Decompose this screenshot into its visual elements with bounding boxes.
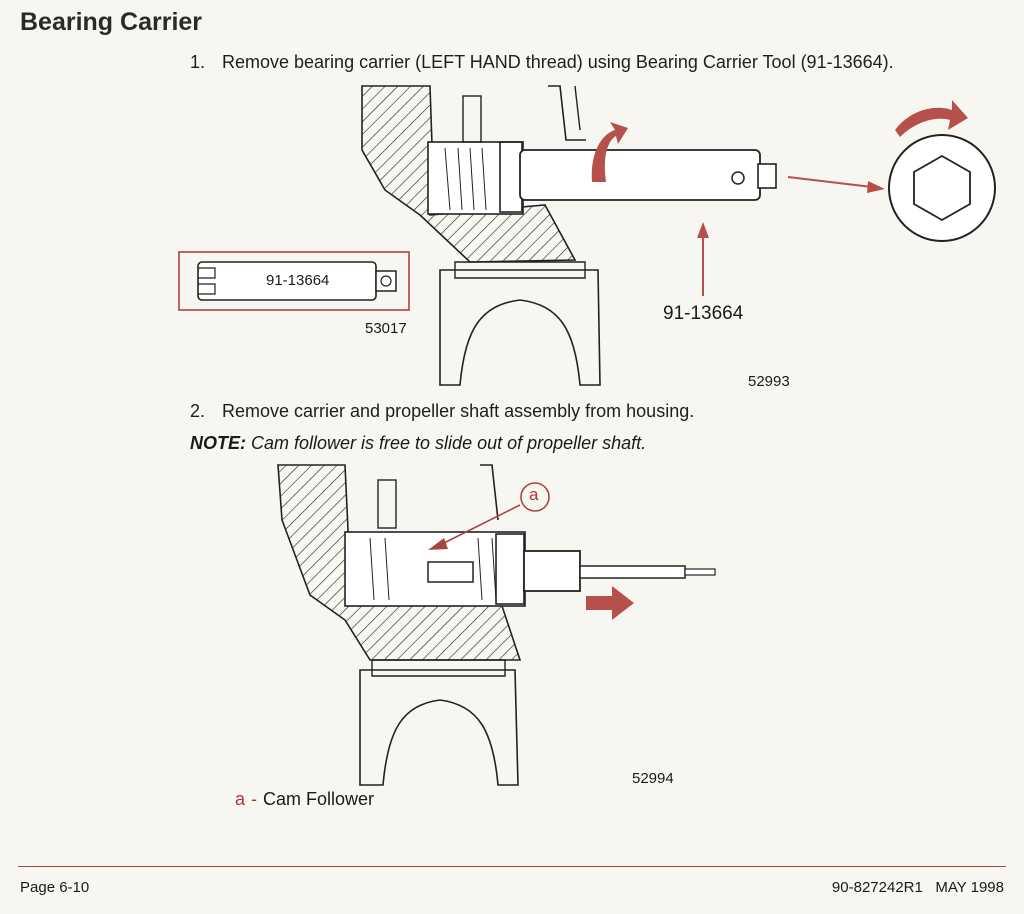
- removal-direction-arrow: [586, 586, 634, 620]
- note-text: Cam follower is free to slide out of pro…: [246, 433, 647, 453]
- rotation-arrow-left-hand: [895, 100, 968, 137]
- bearing-carrier-tool: [519, 149, 761, 201]
- note: NOTE: Cam follower is free to slide out …: [190, 433, 646, 454]
- gear-assembly: [427, 141, 524, 215]
- tool-part-number-callout: 91-13664: [663, 303, 744, 324]
- page-number: Page 6-10: [20, 879, 90, 896]
- gearcase-housing: [277, 464, 522, 661]
- step-number: 1.: [190, 52, 206, 72]
- legend-key: a: [235, 789, 246, 809]
- figure-2-id: 52994: [632, 770, 674, 787]
- document-number: 90-827242R1 MAY 1998: [831, 879, 1004, 896]
- propeller-shaft: [523, 550, 581, 592]
- legend-text: Cam Follower: [263, 789, 375, 809]
- bearing-carrier: [344, 531, 526, 607]
- skeg: [359, 669, 519, 786]
- note-label: NOTE:: [190, 433, 246, 453]
- gearcase-housing: [361, 85, 577, 263]
- rotation-arrow: [591, 122, 628, 182]
- step-1: 1. Remove bearing carrier (LEFT HAND thre…: [190, 52, 894, 73]
- step-text: Remove carrier and propeller shaft assem…: [222, 401, 695, 421]
- callout-a-letter: a: [529, 485, 539, 504]
- inset-figure-id: 53017: [365, 320, 407, 337]
- inset-tool-label: 91-13664: [266, 272, 330, 289]
- hex-socket-view: [888, 134, 996, 242]
- step-text: Remove bearing carrier (LEFT HAND thread…: [222, 52, 894, 72]
- legend-item: a-Cam Follower: [235, 789, 374, 810]
- footer-divider: [18, 866, 1006, 867]
- page-title: Bearing Carrier: [20, 8, 203, 36]
- skeg: [439, 269, 601, 386]
- step-2: 2. Remove carrier and propeller shaft ass…: [190, 401, 694, 422]
- figure-1-id: 52993: [748, 373, 790, 390]
- cam-follower: [427, 561, 474, 583]
- step-number: 2.: [190, 401, 206, 421]
- legend-separator: -: [251, 789, 258, 809]
